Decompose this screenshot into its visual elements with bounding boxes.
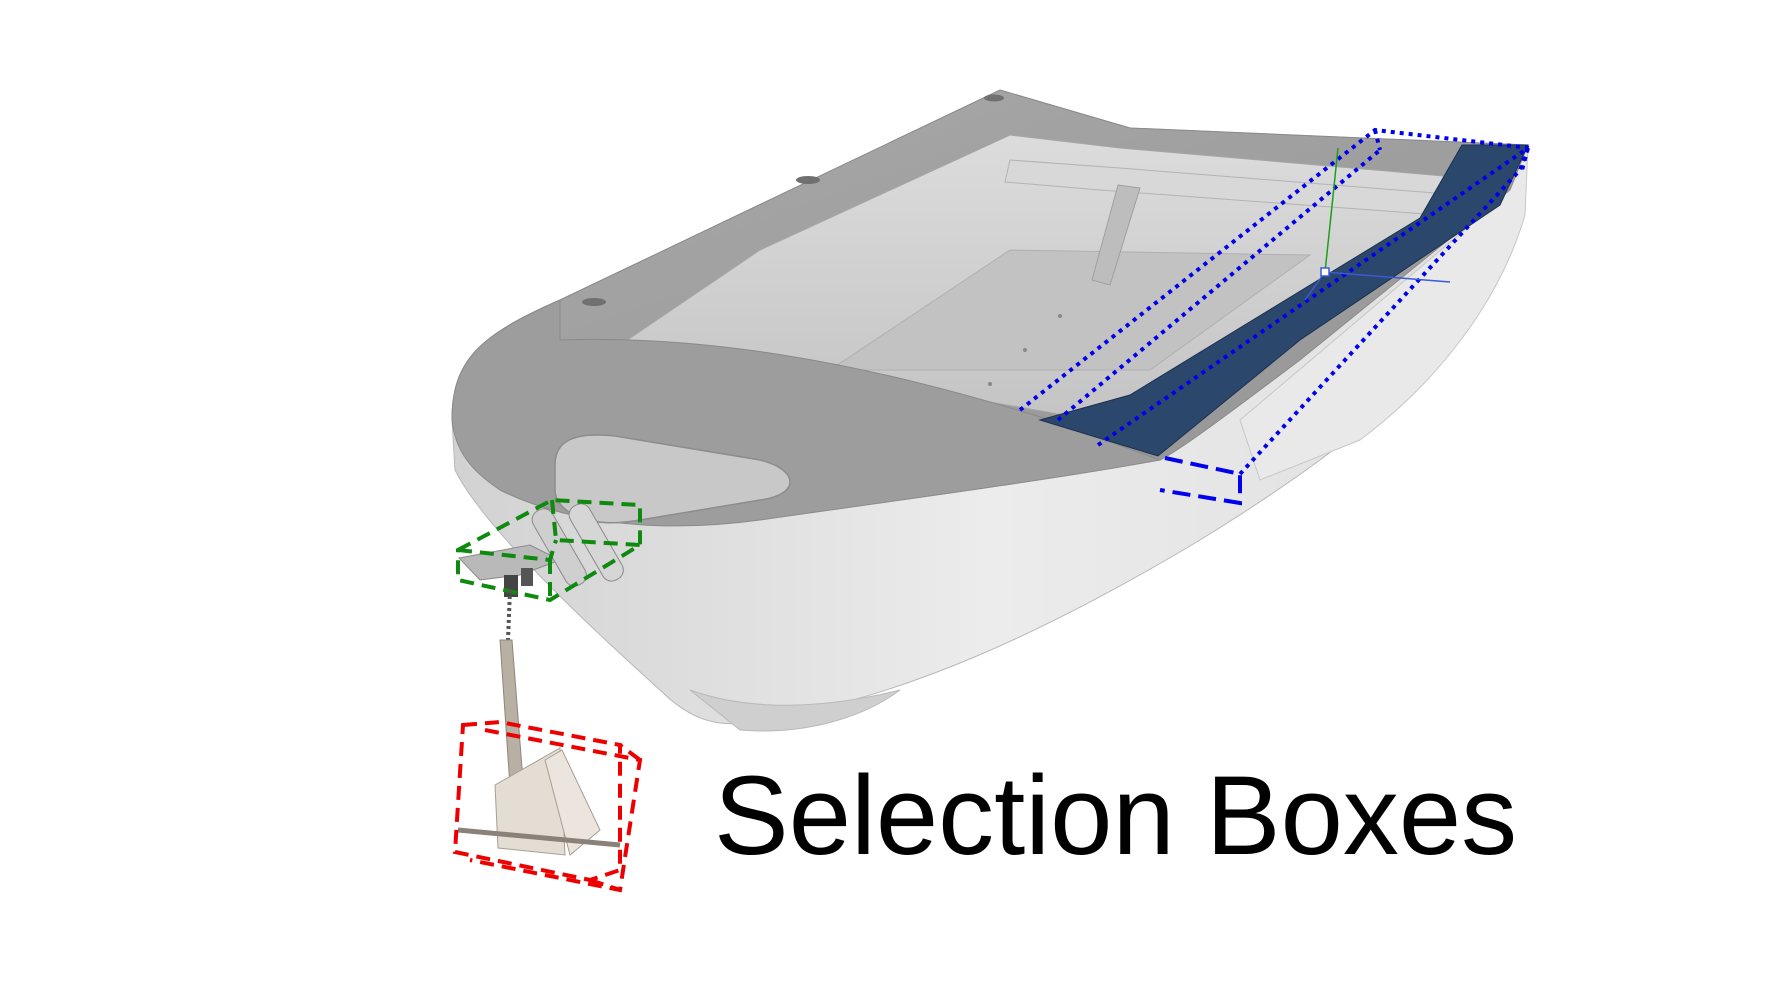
anchor-fluke (494, 747, 566, 856)
caption-title: Selection Boxes (714, 753, 1518, 878)
interior-floor (828, 249, 1312, 371)
deck-hole (796, 176, 820, 184)
seat-support (1091, 184, 1141, 286)
roller-selection-box[interactable] (456, 497, 642, 603)
anchor-fluke (544, 749, 601, 856)
anchor-stock (457, 827, 621, 848)
deck-hole (582, 298, 606, 306)
anchor-assembly[interactable] (457, 589, 621, 856)
floor-bolt (988, 382, 992, 386)
selected-seat[interactable] (1038, 144, 1529, 457)
anchor-chain (506, 589, 512, 641)
deck-hole (984, 94, 1004, 102)
move-gizmo[interactable] (1304, 147, 1451, 301)
anchor-selection-box[interactable] (452, 719, 643, 893)
seat-selection-box-near (1159, 456, 1242, 506)
boat-model[interactable] (451, 89, 1529, 732)
hull-transom (1239, 144, 1529, 481)
seat-selection-box[interactable] (1018, 127, 1531, 476)
floor-bolt (1023, 348, 1027, 352)
floor-bolt (1058, 314, 1062, 318)
keel (689, 689, 901, 732)
